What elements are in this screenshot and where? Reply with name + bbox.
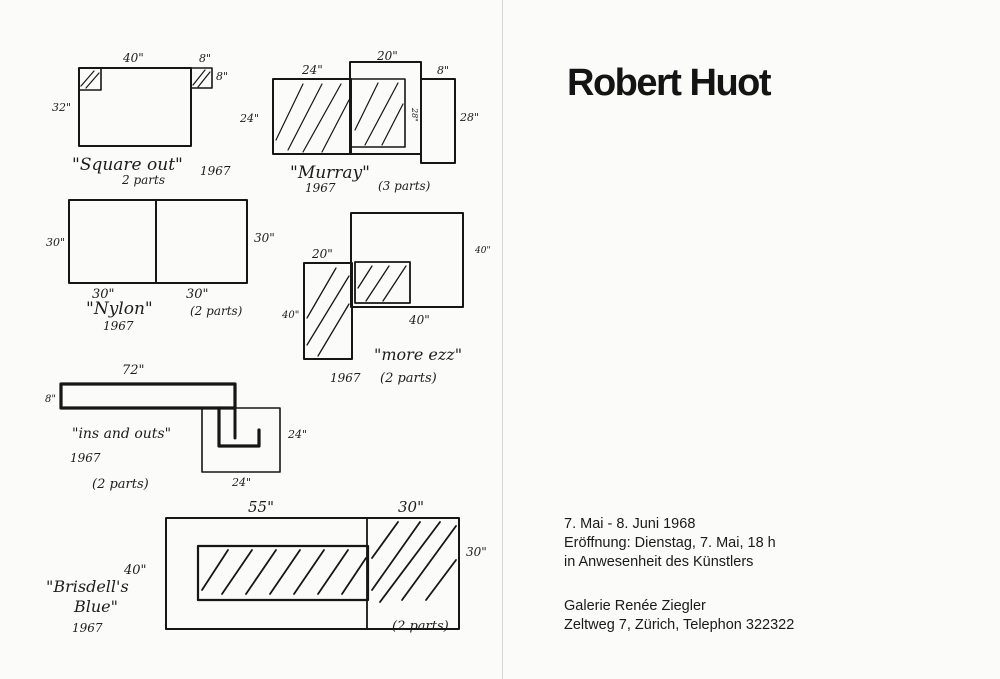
info-panel: Robert Huot 7. Mai - 8. Juni 1968 Eröffn… [503,0,1000,679]
exhibition-info: 7. Mai - 8. Juni 1968 Eröffnung: Diensta… [564,515,776,572]
dim-label: 55" [248,498,274,516]
dim-label: 28" [410,107,419,122]
sketch-year: 1967 [103,319,134,333]
artist-name: Robert Huot [567,62,772,104]
sketch-parts: (2 parts) [190,304,243,318]
artist-presence: in Anwesenheit des Künstlers [564,554,754,570]
sketch-more-ezz: 20" 40" 40" 40" "more ezz" 1967 (2 parts… [281,212,491,386]
dim-label: 28" [459,111,479,124]
dim-label: 24" [301,63,323,77]
sketch-parts: (2 parts) [392,619,449,634]
sketch-parts: 2 parts [121,173,165,187]
sketch-year: 1967 [305,181,336,195]
sketch-title: "Brisdell's [46,577,129,596]
sketch-square-out: 40" 8" 8" 32" "Square out" 2 parts 1967 [52,51,231,187]
gallery-address: Zeltweg 7, Zürich, Telephon 322322 [564,617,795,633]
dim-label: 24" [287,428,307,441]
opening-time: Eröffnung: Dienstag, 7. Mai, 18 h [564,535,776,551]
exhibition-dates: 7. Mai - 8. Juni 1968 [564,516,696,532]
dim-label: 30" [186,287,209,302]
dim-label: 30" [46,236,65,249]
sketch-nylon: 30" 30" 30" 30" "Nylon" 1967 (2 parts) [46,199,275,333]
sketch-parts: (2 parts) [380,371,437,386]
sketch-year: 1967 [72,621,103,635]
dim-label: 20" [376,49,398,63]
sketch-year: 1967 [70,451,101,465]
dim-label: 40" [123,563,147,578]
dim-label: 8" [437,64,449,77]
sketch-ins-and-outs: 72" 8" 24" 24" "ins and outs" 1967 (2 pa… [45,363,307,492]
sketch-murray: 24" 20" 8" 24" 28" 28" "Murray" 1967 (3 … [239,49,479,195]
dim-label: 20" [311,247,333,261]
sketch-title: "Nylon" [86,299,153,319]
gallery-info: Galerie Renée Ziegler Zeltweg 7, Zürich,… [564,597,794,635]
sketch-parts: (3 parts) [378,179,431,193]
dim-label: 30" [398,498,424,516]
dim-label: 30" [254,231,275,245]
dim-label: 30" [92,287,115,302]
sketch-year: 1967 [330,371,361,385]
dim-label: 40" [474,246,491,256]
dim-label: 40" [408,313,430,327]
dim-label: 72" [122,363,145,378]
gallery-name: Galerie Renée Ziegler [564,598,706,614]
dim-label: 40" [281,310,299,321]
fold-line [502,0,503,679]
sketch-brisdells-blue: 55" 30" 30" 40" "Brisdell's Blue" 1967 (… [46,498,487,635]
sketch-title: "Square out" [72,155,183,175]
sketch-panel: 40" 8" 8" 32" "Square out" 2 parts 1967 [45,49,491,635]
sketch-title: Blue" [73,597,118,616]
dim-label: 40" [122,51,144,65]
sketch-title: "ins and outs" [72,426,171,442]
sketch-title: "more ezz" [374,345,462,364]
dim-label: 8" [45,394,56,405]
dim-label: 8" [216,70,228,83]
sketch-parts: (2 parts) [92,477,149,492]
sketch-title: "Murray" [290,163,370,183]
dim-label: 32" [52,101,71,114]
dim-label: 30" [466,545,487,559]
sketch-year: 1967 [200,164,231,178]
dim-label: 24" [231,476,251,489]
sketch-drawings: 40" 8" 8" 32" "Square out" 2 parts 1967 [45,49,491,635]
dim-label: 8" [199,52,211,65]
dim-label: 24" [239,112,259,125]
